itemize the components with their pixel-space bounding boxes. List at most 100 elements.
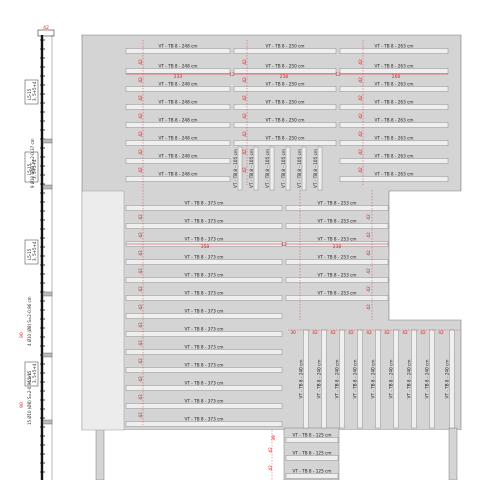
dim-238-mid: 238 — [333, 244, 342, 250]
beam-label-7: VT - TB 8 - 248 cm — [159, 81, 198, 86]
spacing-39: 42 — [366, 304, 372, 310]
beam-37 — [125, 277, 283, 283]
left-column-strip: 42 — [36, 25, 55, 480]
dim-gap-1: 12 — [229, 72, 235, 78]
beam-6 — [339, 68, 449, 74]
spacing-35: 42 — [366, 232, 372, 238]
beam-17 — [233, 140, 337, 146]
beam-49 — [321, 329, 327, 429]
joint-3 — [42, 291, 53, 297]
side-label-12: 90 — [19, 332, 25, 338]
beam-label-48: VT - TB 8 - 240 cm — [298, 360, 303, 399]
beam-label-40: VT - TB 8 - 253 cm — [318, 290, 357, 295]
beam-label-34: VT - TB 8 - 253 cm — [318, 236, 357, 241]
beam-label-41: VT - TB 8 - 373 cm — [185, 308, 224, 313]
strip-background — [36, 35, 55, 480]
dim-39: 39 — [271, 435, 277, 441]
beam-39 — [125, 295, 283, 301]
beam-label-54: VT - TB 8 - 240 cm — [406, 360, 411, 399]
beam-label-25: VT - TB 8 - 105 cm — [265, 149, 270, 188]
beam-1 — [125, 48, 231, 54]
beam-44 — [125, 367, 283, 373]
spacing-10: 42 — [138, 113, 144, 119]
beam-36 — [285, 259, 389, 265]
spacing-31: 42 — [138, 376, 144, 382]
beam-50 — [339, 329, 345, 429]
spacing-4: 42 — [138, 77, 144, 83]
beam-label-50: VT - TB 8 - 240 cm — [334, 360, 339, 399]
spacing-11: 42 — [242, 113, 248, 119]
beam-47 — [125, 421, 283, 427]
beam-59 — [285, 473, 339, 479]
spacing-marks: 42 42 42 42 42 42 42 42 42 42 42 42 42 42 42 42 42 42 42 42… — [138, 59, 444, 471]
beam-22 — [339, 176, 449, 182]
beam-11 — [233, 104, 337, 110]
beam-label-46: VT - TB 8 - 373 cm — [185, 398, 224, 403]
beam-label-14: VT - TB 8 - 250 cm — [266, 117, 305, 122]
spacing-28: 42 — [138, 322, 144, 328]
beam-31 — [125, 223, 283, 229]
beam-10 — [125, 104, 231, 110]
spacing-37: 42 — [366, 268, 372, 274]
side-label-box-4 — [24, 361, 39, 387]
beam-label-28: VT - TB 8 - 105 cm — [313, 149, 318, 188]
beam-label-13: VT - TB 8 - 248 cm — [159, 117, 198, 122]
spacing-44: 42 — [384, 330, 390, 336]
beam-14 — [233, 122, 337, 128]
side-labels: L5-15 3, 5+5+4 L5-15 3, 5+5+4 9 Ø10 (Ø8)… — [19, 79, 39, 425]
spacing-8: 42 — [242, 95, 248, 101]
beam-label-20: VT - TB 8 - 263 cm — [375, 153, 414, 158]
spacing-2: 42 — [242, 59, 248, 65]
beam-19 — [125, 158, 231, 164]
spacing-5: 42 — [242, 77, 248, 83]
beam-label-19: VT - TB 8 - 248 cm — [159, 153, 198, 158]
spacing-34: 42 — [366, 214, 372, 220]
lower-column-right — [448, 427, 458, 480]
beam-label-56: VT - TB 8 - 240 cm — [444, 360, 449, 399]
beam-label-26: VT - TB 8 - 105 cm — [281, 149, 286, 188]
beam-35 — [125, 259, 283, 265]
beam-27 — [301, 146, 307, 191]
beam-15 — [339, 122, 449, 128]
side-label-10: 4 Ø10 (Ø8) S=2-0.96 cm — [27, 296, 32, 346]
side-label-6: L5-15 — [27, 248, 32, 260]
dim-233: 233 — [174, 74, 183, 80]
beam-label-44: VT - TB 8 - 373 cm — [185, 362, 224, 367]
spacing-30: 42 — [138, 358, 144, 364]
spacing-7: 42 — [138, 95, 144, 101]
beam-label-9: VT - TB 8 - 263 cm — [375, 81, 414, 86]
beam-23 — [237, 146, 243, 191]
beam-20 — [339, 158, 449, 164]
beam-28 — [317, 146, 323, 191]
beam-2 — [233, 48, 337, 54]
side-label-5: 9 Ø10 (Ø8) S=2-0.37 cm — [30, 138, 35, 188]
beam-label-51: VT - TB 8 - 240 cm — [352, 360, 357, 399]
joint-1 — [42, 138, 53, 144]
spacing-46: 42 — [420, 330, 426, 336]
lower-column-left — [95, 427, 105, 480]
side-label-11: 15 Ø10 (Ø8) S=2-0.96 cm — [27, 373, 32, 425]
beam-25 — [269, 146, 275, 191]
beam-32 — [285, 223, 389, 229]
dim-gap-3: 12 — [281, 242, 287, 248]
spacing-12: 42 — [358, 113, 364, 119]
spacing-16: 42 — [138, 149, 144, 155]
beam-42 — [125, 331, 283, 337]
beam-label-6: VT - TB 8 - 263 cm — [375, 63, 414, 68]
spacing-32: 42 — [138, 394, 144, 400]
beam-label-4: VT - TB 8 - 248 cm — [159, 63, 198, 68]
beam-label-17: VT - TB 8 - 250 cm — [266, 135, 305, 140]
spacing-14: 42 — [242, 131, 248, 137]
beam-56 — [449, 329, 455, 429]
beam-label-10: VT - TB 8 - 248 cm — [159, 99, 198, 104]
beam-label-45: VT - TB 8 - 373 cm — [185, 380, 224, 385]
beam-label-21: VT - TB 8 - 248 cm — [159, 171, 198, 176]
spacing-24: 42 — [138, 250, 144, 256]
spacing-40: 42 — [312, 330, 318, 336]
spacing-1: 42 — [138, 59, 144, 65]
side-label-box-2 — [24, 151, 39, 183]
beam-label-42: VT - TB 8 - 373 cm — [185, 326, 224, 331]
beam-9 — [339, 86, 449, 92]
beam-label-23: VT - TB 8 - 105 cm — [233, 149, 238, 188]
